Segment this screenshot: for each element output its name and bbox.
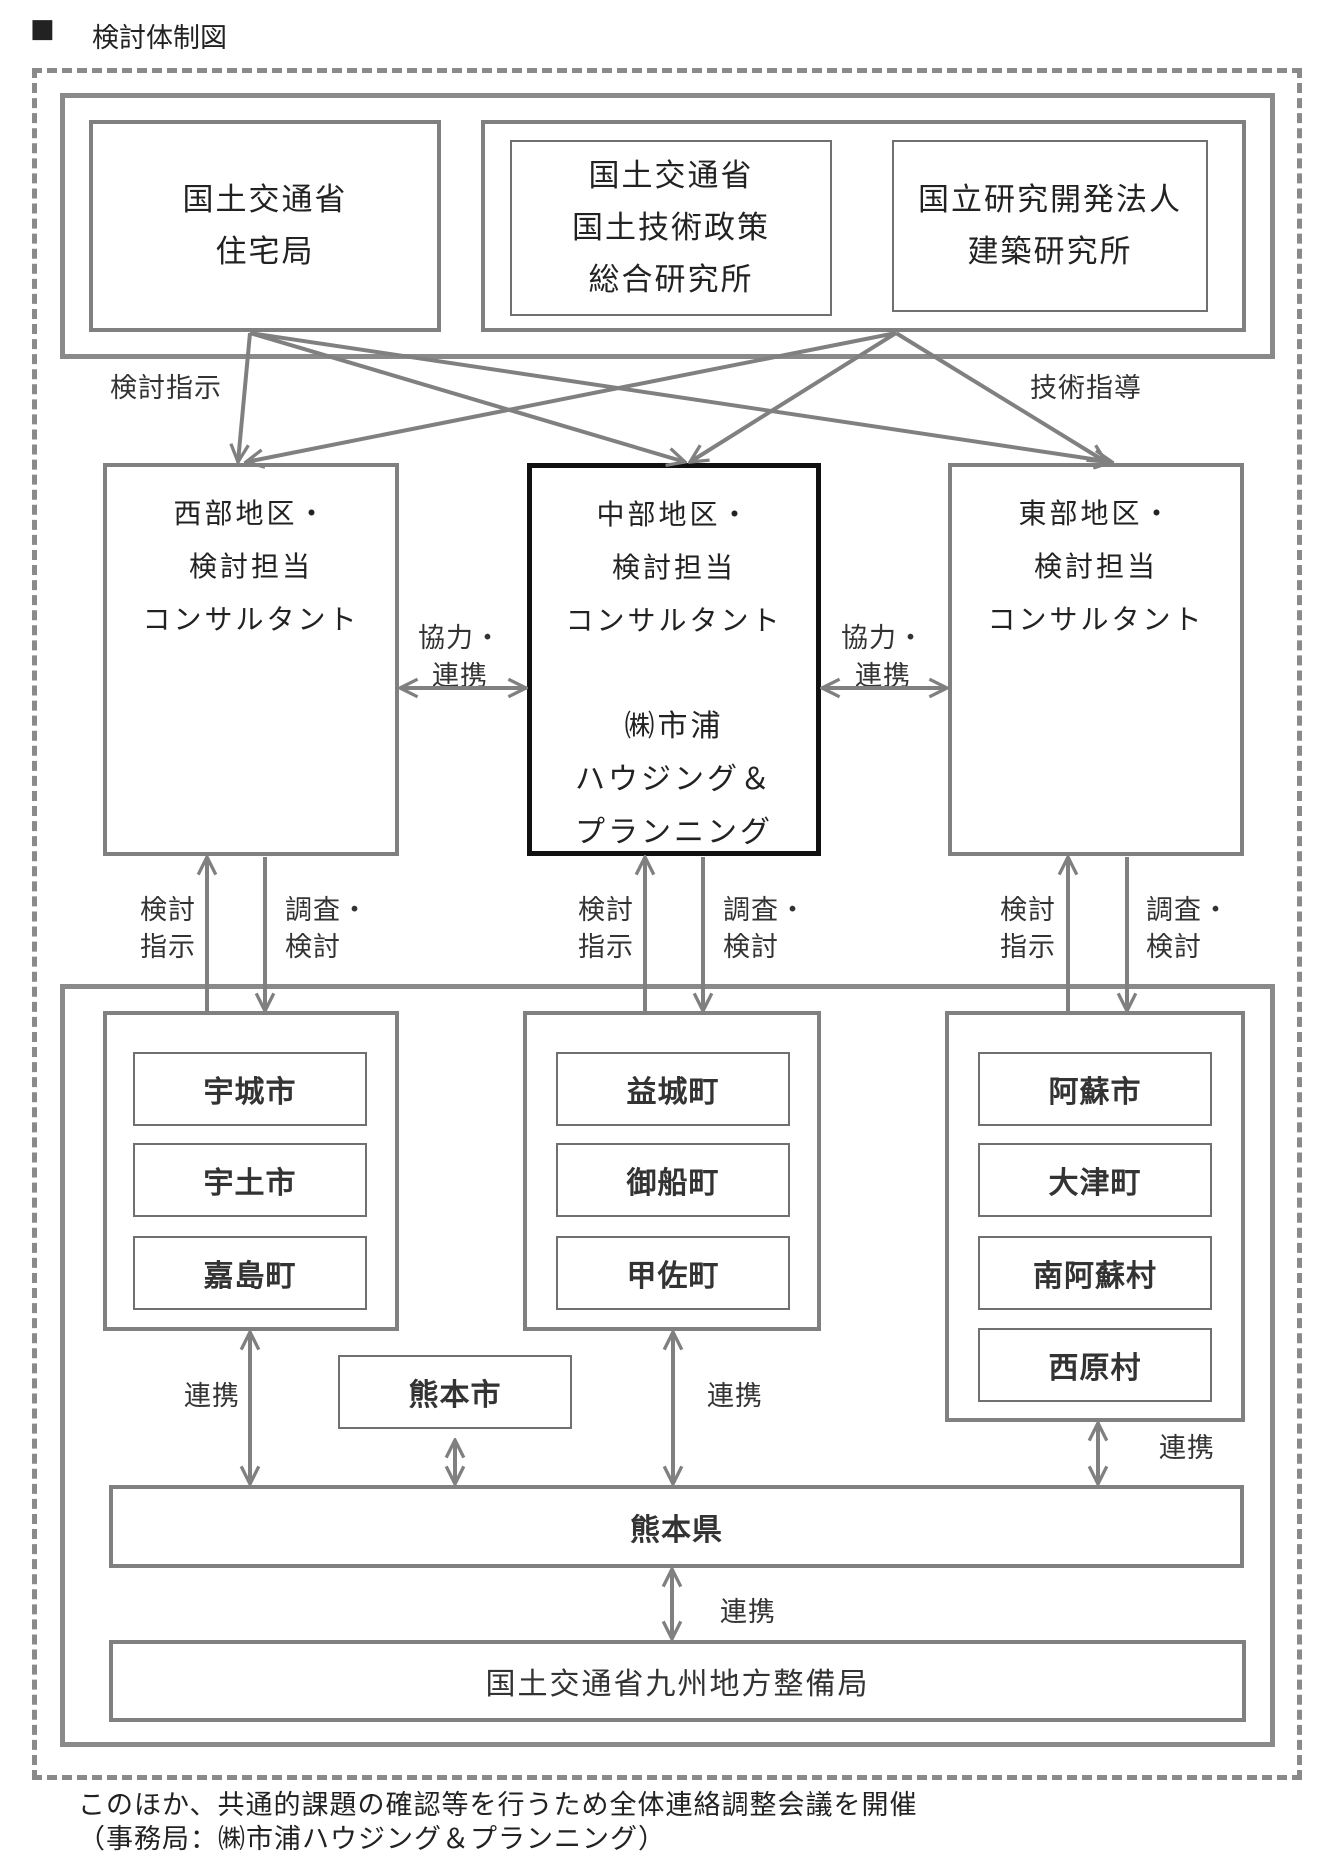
label-renkei-east: 連携 xyxy=(1159,1433,1215,1464)
nilim-line1: 国土交通省 xyxy=(588,158,754,194)
label-renkei-central: 連携 xyxy=(707,1381,763,1412)
west-consultant-line1: 西部地区・ xyxy=(173,497,329,530)
footer-line2: （事務局：㈱市浦ハウジング＆プランニング） xyxy=(78,1824,666,1855)
label-chosa-east-line2: 検討 xyxy=(1146,932,1202,963)
central-consultant-line1: 中部地区・ xyxy=(596,498,752,531)
label-shiji-west: 検討 指示 xyxy=(140,892,196,966)
east-consultant-box: 東部地区・ 検討担当 コンサルタント xyxy=(948,463,1244,856)
kumamoto-prefecture-box: 熊本県 xyxy=(109,1485,1244,1568)
muni-uki-city: 宇城市 xyxy=(133,1052,367,1126)
label-renkei-west: 連携 xyxy=(184,1381,240,1412)
mlit-housing-line2: 住宅局 xyxy=(215,234,315,270)
footer-note: このほか、共通的課題の確認等を行うため全体連絡調整会議を開催 （事務局：㈱市浦ハ… xyxy=(78,1789,917,1857)
central-consultant-company2: ハウジング＆ xyxy=(575,762,773,797)
central-consultant-line2: 検討担当 xyxy=(611,551,736,584)
muni-uto-city: 宇土市 xyxy=(133,1143,367,1217)
label-shiji-east: 検討 指示 xyxy=(1000,892,1056,966)
bri-box: 国立研究開発法人 建築研究所 xyxy=(892,140,1208,312)
nilim-line2: 国土技術政策 xyxy=(572,210,770,246)
central-consultant-company3: プランニング xyxy=(575,815,773,850)
east-consultant-line2: 検討担当 xyxy=(1033,550,1158,583)
central-consultant-line3: コンサルタント xyxy=(565,604,783,637)
diagram-title: 検討体制図 xyxy=(92,23,227,54)
arrow-jutaku-to-central xyxy=(249,331,685,462)
arrow-jutaku-to-west xyxy=(238,332,252,462)
arrow-research-to-west xyxy=(246,331,897,462)
label-chosa-east-line1: 調査・ xyxy=(1146,895,1230,926)
muni-mifune-town: 御船町 xyxy=(556,1143,790,1217)
label-chosa-west-line2: 検討 xyxy=(285,932,341,963)
arrow-jutaku-to-east xyxy=(249,331,1112,462)
muni-aso-city: 阿蘇市 xyxy=(978,1052,1212,1126)
bri-line1: 国立研究開発法人 xyxy=(918,182,1182,218)
muni-minamiaso-village: 南阿蘇村 xyxy=(978,1236,1212,1310)
label-kyoryoku-left: 協力・ 連携 xyxy=(418,620,502,696)
label-kento-shiji: 検討指示 xyxy=(110,373,222,404)
label-shiji-central-line1: 検討 xyxy=(578,895,634,926)
kyushu-bureau-label: 国土交通省九州地方整備局 xyxy=(485,1667,870,1702)
label-shiji-central-line2: 指示 xyxy=(578,932,634,963)
bri-line2: 建築研究所 xyxy=(967,234,1133,270)
top-group-frame xyxy=(60,93,1275,359)
muni-mashiki-town: 益城町 xyxy=(556,1052,790,1126)
label-shiji-west-line1: 検討 xyxy=(140,895,196,926)
west-consultant-line3: コンサルタント xyxy=(142,603,360,636)
central-consultant-company1: ㈱市浦 xyxy=(624,709,724,744)
muni-nishihara-village: 西原村 xyxy=(978,1328,1212,1402)
label-shiji-east-line1: 検討 xyxy=(1000,895,1056,926)
footer-line1: このほか、共通的課題の確認等を行うため全体連絡調整会議を開催 xyxy=(78,1790,918,1821)
arrow-research-to-central xyxy=(690,331,898,462)
header-bullet: ■ xyxy=(30,14,55,44)
label-gijutsu-shido: 技術指導 xyxy=(1030,373,1142,404)
arrow-research-to-east xyxy=(894,331,1106,462)
label-shiji-central: 検討 指示 xyxy=(578,892,634,966)
kumamoto-prefecture-label: 熊本県 xyxy=(630,1512,723,1548)
kyushu-bureau-box: 国土交通省九州地方整備局 xyxy=(109,1640,1246,1722)
central-consultant-box: 中部地区・ 検討担当 コンサルタント ㈱市浦 ハウジング＆ プランニング xyxy=(527,463,821,856)
nilim-box: 国土交通省 国土技術政策 総合研究所 xyxy=(510,140,832,316)
east-consultant-line1: 東部地区・ xyxy=(1018,497,1174,530)
label-shiji-east-line2: 指示 xyxy=(1000,932,1056,963)
muni-kosa-town: 甲佐町 xyxy=(556,1236,790,1310)
label-chosa-central: 調査・ 検討 xyxy=(723,892,807,966)
nilim-line3: 総合研究所 xyxy=(588,262,754,298)
label-chosa-central-line1: 調査・ xyxy=(723,895,807,926)
label-kyoryoku-right-line1: 協力・ xyxy=(841,623,925,654)
label-kyoryoku-left-line1: 協力・ xyxy=(418,623,502,654)
label-chosa-west-line1: 調査・ xyxy=(285,895,369,926)
mlit-housing-line1: 国土交通省 xyxy=(182,182,348,218)
west-consultant-line2: 検討担当 xyxy=(188,550,313,583)
east-consultant-line3: コンサルタント xyxy=(987,603,1205,636)
label-chosa-west: 調査・ 検討 xyxy=(285,892,369,966)
mlit-housing-bureau-box: 国土交通省 住宅局 xyxy=(89,120,441,332)
muni-kumamoto-city: 熊本市 xyxy=(338,1355,572,1429)
muni-ozu-town: 大津町 xyxy=(978,1143,1212,1217)
outer-dashed-frame xyxy=(32,68,1302,1780)
muni-kashima-town: 嘉島町 xyxy=(133,1236,367,1310)
label-chosa-east: 調査・ 検討 xyxy=(1146,892,1230,966)
label-shiji-west-line2: 指示 xyxy=(140,932,196,963)
label-chosa-central-line2: 検討 xyxy=(723,932,779,963)
bottom-group-frame xyxy=(60,984,1275,1747)
label-renkei-bureau: 連携 xyxy=(720,1597,776,1628)
